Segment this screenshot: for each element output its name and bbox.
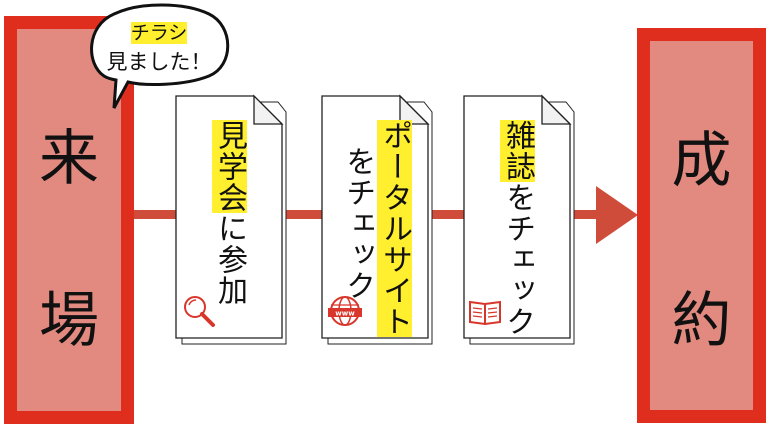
step-card-2: ポータルサイト をチェック www	[321, 94, 433, 345]
start-char-2: 場	[39, 286, 99, 356]
svg-text:www: www	[335, 310, 355, 318]
step-rest-3: をチェック	[500, 182, 535, 337]
magnifier-icon	[184, 296, 215, 327]
card-shape	[175, 94, 287, 345]
end-box: 成 約	[637, 28, 766, 423]
step-text-1: 見学会に参加	[212, 120, 247, 306]
start-char-1: 来	[39, 124, 99, 194]
start-box: 来 場	[4, 16, 134, 424]
connector-line	[425, 210, 470, 219]
step-highlight-1: 見学会	[212, 120, 247, 213]
card-shape	[463, 94, 575, 345]
connector-line	[568, 210, 600, 219]
step-text-2-line-1: ポータルサイト	[377, 120, 412, 337]
step-text-3: 雑誌をチェック	[500, 120, 535, 337]
arrow-head-icon	[596, 186, 638, 244]
step-text-2-line-2: をチェック	[340, 146, 375, 301]
step-highlight-3: 雑誌	[500, 120, 535, 182]
end-char-2: 約	[671, 286, 732, 356]
connector-line	[133, 210, 185, 219]
step-card-3: 雑誌をチェック	[463, 94, 575, 345]
open-book-icon	[469, 300, 501, 326]
connector-line	[282, 210, 327, 219]
speech-bubble-shape	[90, 3, 230, 109]
bubble-line-2: 見ました！	[106, 50, 212, 74]
end-char-1: 成	[671, 126, 732, 196]
bubble-line-1: チラシ	[130, 22, 188, 44]
step-card-1: 見学会に参加	[175, 94, 287, 345]
step-rest-1: に参加	[212, 213, 247, 306]
www-globe-icon: www	[328, 296, 362, 326]
